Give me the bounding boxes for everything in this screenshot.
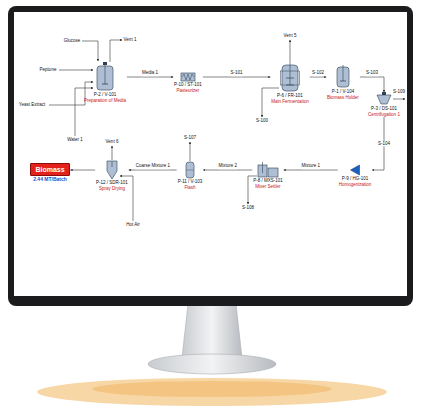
stream-line <box>190 142 191 161</box>
stream-label: S-109 <box>392 89 405 95</box>
equipment-icon <box>335 65 351 89</box>
stream-label: S-104 <box>377 141 390 147</box>
unit-name: Main Fermentation <box>271 99 309 105</box>
centrifuge: P-3 / DS-101Centrifugation 1 <box>367 92 401 117</box>
stream-connector <box>310 77 326 78</box>
stream-connector <box>284 170 338 171</box>
stream-label: S-103 <box>365 70 378 76</box>
brush-shadow <box>37 378 387 406</box>
mixing-tank: P-2 / V-101Preparation of Media <box>83 62 127 103</box>
equipment-icon <box>350 164 360 176</box>
unit-name: Centrifugation 1 <box>368 112 400 118</box>
product-name: Biomass <box>35 166 64 174</box>
stream-label: Media 1 <box>141 70 158 76</box>
unit-id: P-10 / ST-101 <box>174 82 202 88</box>
stream-label: S-102 <box>311 70 324 76</box>
unit-id: P-12 / SDR-101 <box>96 180 128 186</box>
stream-label: Water 1 <box>67 137 84 143</box>
unit-name: Homogenization <box>339 182 372 188</box>
stream-label: Peptone <box>39 67 57 73</box>
unit-id: P-11 / V-103 <box>178 179 203 185</box>
spray-dryer: P-12 / SDR-101Spray Drying <box>95 160 129 191</box>
stream-line <box>393 99 405 100</box>
stream-line <box>82 41 98 61</box>
unit-id: P-8 / MXS-101 <box>253 178 283 184</box>
unit-id: P-1 / V-104 <box>327 89 359 95</box>
stream-line <box>112 146 113 160</box>
stream-label: Hot Air <box>126 222 141 228</box>
product-box: Biomass 2.44 MT/Batch <box>29 163 70 183</box>
unit-name: Flash <box>178 185 203 191</box>
monitor-base <box>148 354 276 374</box>
equipment-icon <box>94 62 116 92</box>
pasteurizer-unit: P-10 / ST-101Pasteurizer <box>173 72 203 93</box>
stream-connector <box>203 77 270 78</box>
equipment-icon <box>105 160 119 180</box>
equipment-icon <box>257 162 279 178</box>
unit-id: P-3 / DS-101 <box>368 106 400 112</box>
unit-id: P-6 / FR-101 <box>271 93 309 99</box>
product-badge: Biomass <box>30 163 69 176</box>
stream-label: S-101 <box>230 70 243 76</box>
unit-name: Mixer Settler <box>253 184 283 190</box>
stream-label: Mixture 1 <box>301 163 321 169</box>
stream-label: Glucose <box>63 38 81 44</box>
homogenizer: P-9 / HG-101Homogenization <box>338 164 373 187</box>
unit-name: Spray Drying <box>96 186 128 192</box>
equipment-icon <box>180 72 196 82</box>
stream-label: Vent 1 <box>123 37 137 43</box>
monitor-bezel <box>8 6 413 306</box>
brush-shadow <box>92 381 332 397</box>
unit-id: P-9 / HG-101 <box>339 176 372 182</box>
stream-connector <box>127 77 173 78</box>
stream-label: Vent 6 <box>105 139 119 145</box>
stream-line <box>59 70 93 71</box>
stream-connector <box>360 77 384 92</box>
equipment-icon <box>279 61 301 93</box>
stream-line <box>290 40 291 61</box>
stream-label: Mixture 2 <box>218 163 238 169</box>
stream-connector <box>71 170 96 171</box>
screen <box>14 12 407 296</box>
stream-label: Coarse Mixture 1 <box>135 163 170 169</box>
holding-tank: P-1 / V-104Biomass Holder <box>326 65 360 100</box>
unit-name: Biomass Holder <box>327 95 359 101</box>
unit-name: Pasteurizer <box>174 88 202 94</box>
stream-line <box>75 88 93 136</box>
product-amount: 2.44 MT/Batch <box>30 176 69 183</box>
equipment-icon <box>183 161 197 179</box>
stream-label: S-100 <box>255 118 268 124</box>
stream-label: S-108 <box>241 205 254 211</box>
monitor-neck <box>182 304 242 358</box>
flash-vessel: P-11 / V-103Flash <box>177 161 204 190</box>
stream-label: Vent 5 <box>283 33 297 39</box>
fermenter: P-6 / FR-101Main Fermentation <box>270 61 310 104</box>
stream-line <box>110 40 122 62</box>
unit-name: Preparation of Media <box>84 98 126 104</box>
stream-connector <box>129 170 177 171</box>
mixer-settler: P-8 / MXS-101Mixer Settler <box>252 162 284 189</box>
equipment-icon <box>375 92 393 106</box>
stream-connector <box>203 170 252 171</box>
stream-label: Yeast Extract <box>18 102 45 108</box>
unit-id: P-2 / V-101 <box>84 92 126 98</box>
stream-lines <box>49 40 405 221</box>
stream-label: S-107 <box>183 135 196 141</box>
